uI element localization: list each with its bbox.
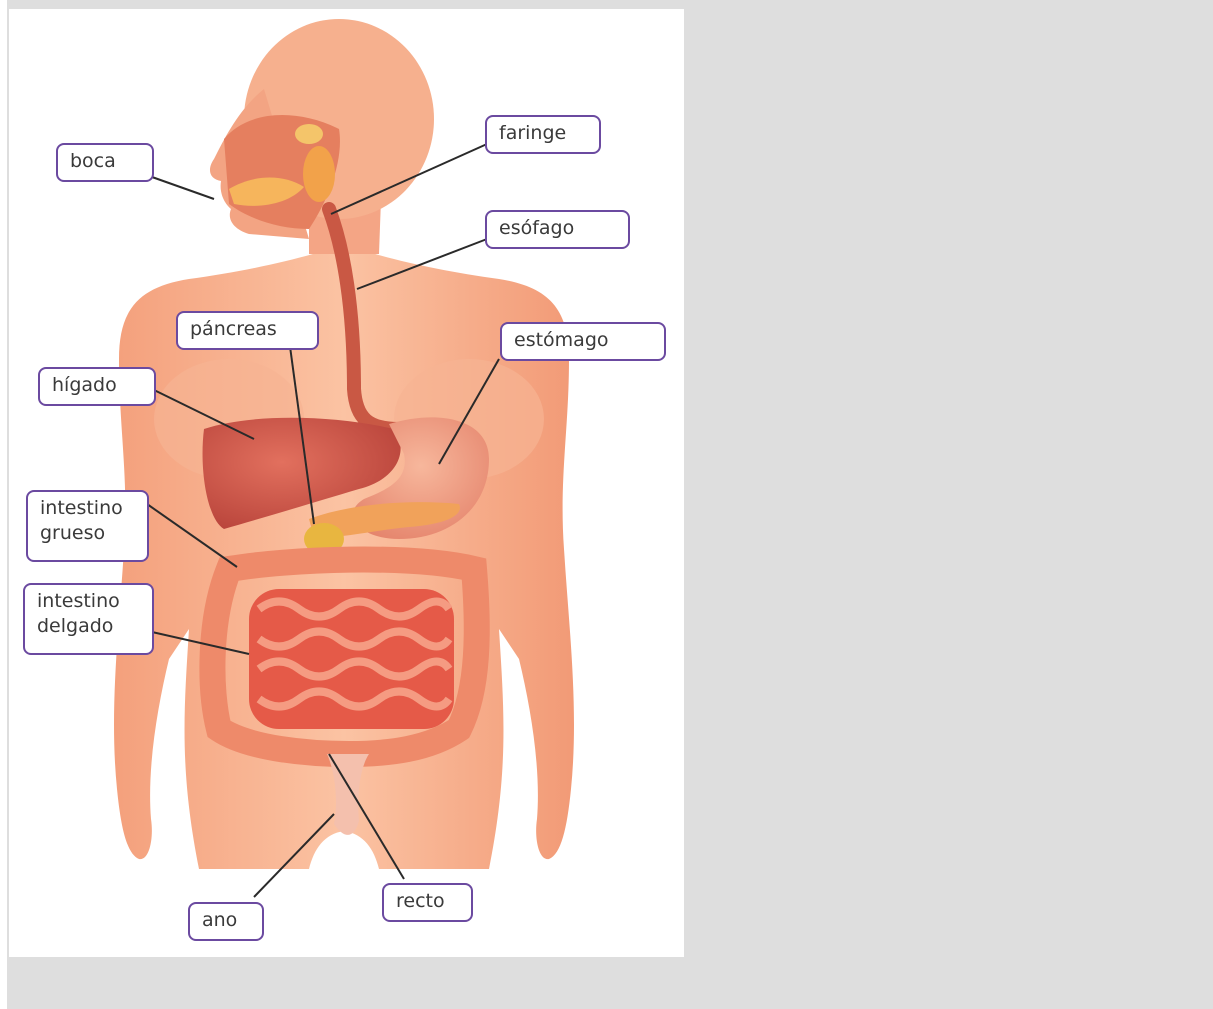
label-ano: ano — [188, 902, 264, 941]
label-boca: boca — [56, 143, 154, 182]
digestive-system-image: boca faringe esófago páncreas estómago h… — [9, 9, 684, 957]
label-estomago: estómago — [500, 322, 666, 361]
label-esofago: esófago — [485, 210, 630, 249]
label-intestino-grueso: intestino grueso — [26, 490, 149, 562]
label-faringe: faringe — [485, 115, 601, 154]
small-intestine-shape — [249, 589, 454, 729]
label-recto: recto — [382, 883, 473, 922]
left-margin — [0, 0, 7, 1009]
label-higado: hígado — [38, 367, 156, 406]
label-pancreas: páncreas — [176, 311, 319, 350]
label-intestino-delgado: intestino delgado — [23, 583, 154, 655]
